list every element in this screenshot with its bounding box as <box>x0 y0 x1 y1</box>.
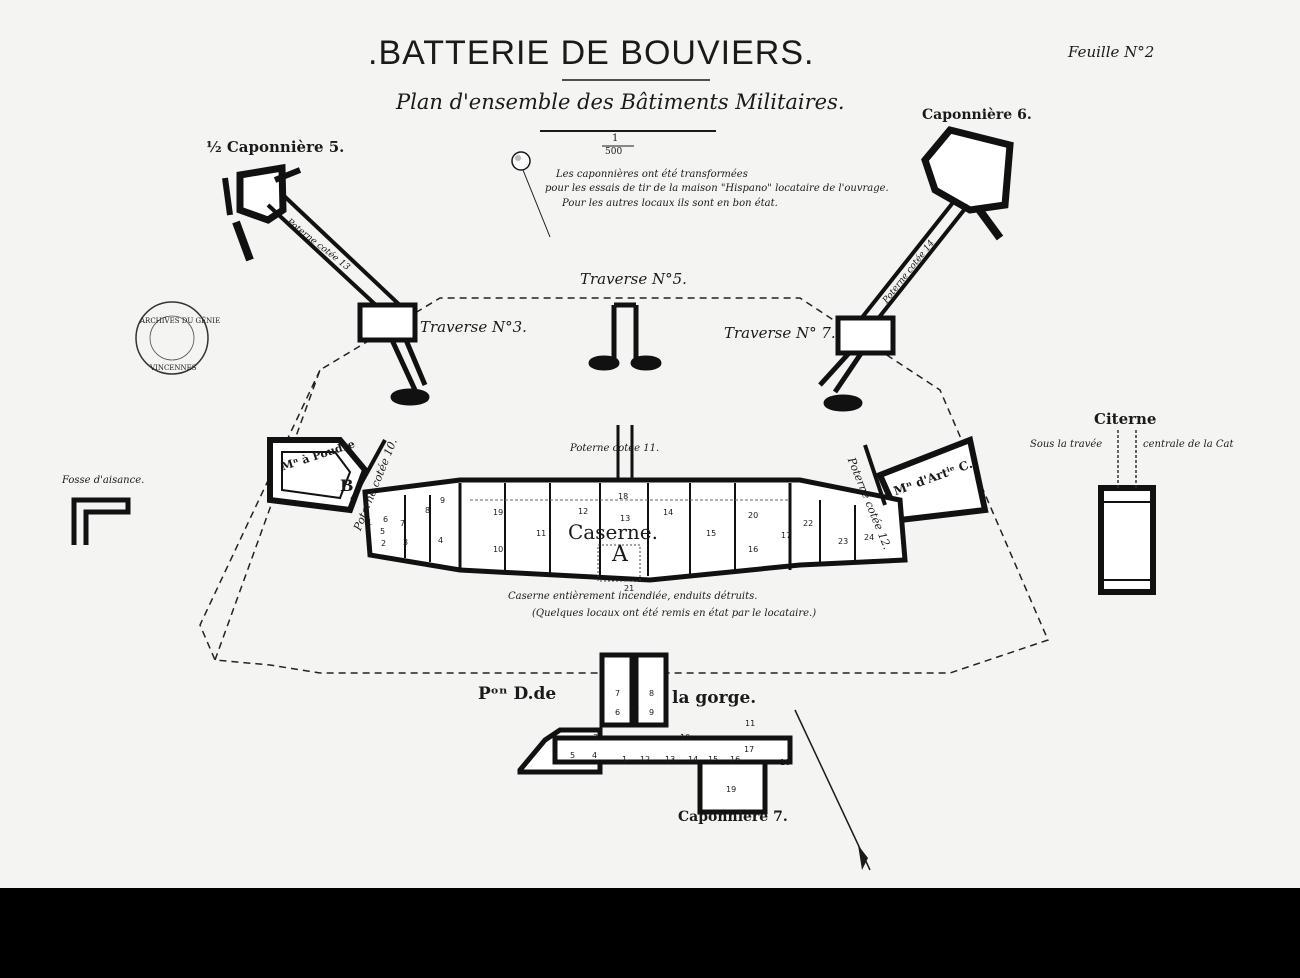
stamp-top: ARCHIVES DU GÉNIE <box>140 317 221 325</box>
caserne-building <box>362 477 908 583</box>
room-number: 20 <box>748 511 759 520</box>
gorge-room-number: 8 <box>649 689 655 698</box>
poterne-12 <box>863 444 887 506</box>
room-number: 18 <box>618 492 629 501</box>
gorge-room-number: 5 <box>570 751 576 760</box>
note-line-2: pour les essais de tir de la maison "His… <box>545 183 889 194</box>
room-number: 24 <box>864 533 875 542</box>
traverse-7-label: Traverse N° 7. <box>724 324 836 342</box>
gorge-room-number: 19 <box>726 785 737 794</box>
gorge-room-number: 15 <box>708 755 719 764</box>
gorge-label-a: Pᵒⁿ D.de <box>478 684 557 704</box>
room-number: 12 <box>578 507 589 516</box>
room-number: 22 <box>803 519 814 528</box>
north-arrow-icon <box>858 845 868 870</box>
gorge-room-number: 14 <box>688 755 699 764</box>
poterne-10 <box>350 439 387 501</box>
note-line-3: Pour les autres locaux ils sont en bon é… <box>562 198 778 209</box>
caponniere-5 <box>222 163 302 262</box>
room-number: 9 <box>440 496 446 505</box>
traverse-5 <box>588 302 662 371</box>
room-number: 23 <box>838 537 849 546</box>
gorge-room-number: 16 <box>730 755 741 764</box>
room-number: 5 <box>380 527 386 536</box>
fosse-label: Fosse d'aisance. <box>62 475 145 486</box>
gorge-label-b: la gorge. <box>672 688 757 708</box>
magasin-poudre-letter: B <box>340 476 354 495</box>
citerne-pipes <box>1117 430 1137 488</box>
caserne-label: Caserne. <box>568 520 658 544</box>
room-number: 16 <box>748 545 759 554</box>
room-number: 19 <box>493 508 504 517</box>
traverse-3 <box>357 302 430 406</box>
gorge-room-number: 7 <box>615 689 621 698</box>
room-number: 2 <box>381 539 387 548</box>
scale-numerator: 1 <box>612 133 619 144</box>
gorge-room-number: 17 <box>744 745 755 754</box>
gorge-room-number: 2 <box>631 702 637 711</box>
caserne-note-2: (Quelques locaux ont été remis en état p… <box>532 608 817 619</box>
room-number: 17 <box>781 531 792 540</box>
room-number: 21 <box>624 584 635 593</box>
archive-stamp <box>135 301 209 375</box>
gorge-room-number: 9 <box>649 708 655 717</box>
room-number: 13 <box>620 514 631 523</box>
gorge-room-number: 10 <box>680 733 691 742</box>
poterne-11-label: Poterne cotée 11. <box>570 443 660 454</box>
caponniere-6-label: Caponnière 6. <box>922 107 1032 123</box>
page-title: .BATTERIE DE BOUVIERS. <box>368 34 815 72</box>
gorge-room-number: 1 <box>622 755 628 764</box>
caponniere-6 <box>921 126 1014 241</box>
traverse-5-label: Traverse N°5. <box>580 270 687 288</box>
gorge-room-number: 12 <box>640 755 651 764</box>
room-number: 14 <box>663 508 674 517</box>
room-number: 6 <box>383 515 389 524</box>
gorge-room-number: 13 <box>665 755 676 764</box>
room-number: 3 <box>403 538 409 547</box>
poterne-14 <box>858 198 970 327</box>
pin-marker-icon <box>511 151 531 171</box>
poterne-13 <box>266 192 407 322</box>
room-number: 4 <box>438 536 444 545</box>
pavillon-gorge <box>517 652 793 815</box>
stamp-bottom: VINCENNES <box>150 364 197 372</box>
caserne-note-1: Caserne entièrement incendiée, enduits d… <box>508 591 758 602</box>
sheet-number: Feuille N°2 <box>1068 43 1155 61</box>
caserne-letter: A <box>612 542 628 567</box>
citerne-label: Citerne <box>1094 410 1157 428</box>
room-number: 1 <box>367 518 373 527</box>
north-arrow-line <box>794 709 871 871</box>
caponniere-5-label: ½ Caponnière 5. <box>206 138 345 156</box>
fortification-plan <box>71 79 1156 871</box>
gorge-room-number: 11 <box>745 719 756 728</box>
room-number: 11 <box>536 529 547 538</box>
caponniere-7-label: Caponnière 7. <box>678 809 788 825</box>
note-line-1: Les caponnières ont été transformées <box>556 169 748 180</box>
scale-denominator: 500 <box>605 147 623 157</box>
fosse-aisance <box>71 497 131 545</box>
room-number: 7 <box>400 519 406 528</box>
subtitle: Plan d'ensemble des Bâtiments Militaires… <box>396 90 845 114</box>
citerne <box>1098 485 1156 595</box>
gorge-room-number: 6 <box>615 708 621 717</box>
room-number: 10 <box>493 545 504 554</box>
citerne-left-label: Sous la travée <box>1030 439 1103 450</box>
traverse-3-label: Traverse N°3. <box>420 318 527 336</box>
room-number: 15 <box>706 529 717 538</box>
poterne-11 <box>616 425 634 480</box>
traverse-7 <box>818 315 896 412</box>
room-number: 8 <box>425 506 431 515</box>
gorge-room-number: 3 <box>593 733 599 742</box>
gorge-room-number: 18 <box>780 758 791 767</box>
gorge-room-number: 4 <box>592 751 598 760</box>
enceinte-outline <box>199 297 1050 674</box>
citerne-right-label: centrale de la Cat <box>1143 439 1234 450</box>
stock-footer-bar <box>0 888 1300 978</box>
pin-line <box>522 169 551 238</box>
